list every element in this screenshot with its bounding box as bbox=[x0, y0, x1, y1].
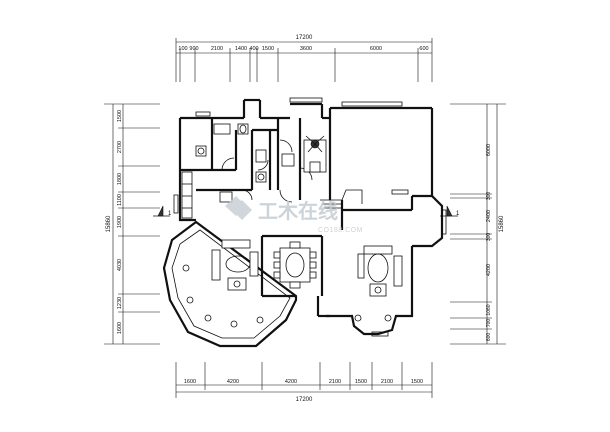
top-total-dimension: 17200 bbox=[296, 35, 313, 41]
section-marker-label: 1 bbox=[168, 211, 172, 217]
kitchen-counter bbox=[181, 171, 193, 219]
top-dim-label: 1500 bbox=[262, 46, 274, 52]
left-dim-label: 1600 bbox=[117, 322, 123, 334]
decorative-planters bbox=[182, 264, 392, 328]
top-dimension-chain: 17200 100 900 2100 1400 400 1500 3600 60… bbox=[175, 35, 433, 82]
top-dim-label: 6000 bbox=[370, 46, 382, 52]
right-dim-label: 700 bbox=[486, 319, 492, 328]
watermark-sub-text: CO188.COM bbox=[318, 227, 363, 234]
left-dim-label: 1100 bbox=[117, 194, 123, 206]
door-swings bbox=[221, 139, 313, 203]
exterior-walls bbox=[162, 98, 444, 348]
top-dim-label: 3600 bbox=[300, 46, 312, 52]
watermark: 工木在线 CO188.COM bbox=[225, 196, 363, 234]
right-dim-label: 600 bbox=[486, 333, 492, 342]
living-room-sofa-set bbox=[211, 239, 259, 291]
right-total-dimension: 15860 bbox=[499, 215, 505, 232]
windows bbox=[173, 97, 447, 337]
section-marker-left: 1 bbox=[153, 205, 172, 217]
top-dim-label: 100 bbox=[178, 46, 187, 52]
bottom-dim-label: 2100 bbox=[381, 379, 393, 385]
top-dim-label: 600 bbox=[419, 46, 428, 52]
bottom-total-dimension: 17200 bbox=[296, 397, 313, 403]
top-dim-label: 2100 bbox=[211, 46, 223, 52]
top-dim-label: 1400 bbox=[235, 46, 247, 52]
right-dimension-chain: 15860 6000 300 2400 300 4200 1060 700 60… bbox=[450, 103, 506, 345]
top-dim-label: 900 bbox=[189, 46, 198, 52]
bottom-dim-label: 4200 bbox=[285, 379, 297, 385]
plant-planter bbox=[303, 135, 327, 173]
top-dim-label: 400 bbox=[249, 46, 258, 52]
left-dim-label: 1500 bbox=[117, 110, 123, 122]
dining-table-set bbox=[273, 241, 317, 289]
bottom-dim-label: 2100 bbox=[329, 379, 341, 385]
bottom-dim-label: 4200 bbox=[227, 379, 239, 385]
family-room-sofa-set bbox=[357, 245, 403, 297]
bottom-dim-label: 1500 bbox=[411, 379, 423, 385]
right-dim-label: 2400 bbox=[486, 210, 492, 222]
left-total-dimension: 15860 bbox=[106, 215, 112, 232]
left-dim-label: 1900 bbox=[117, 216, 123, 228]
section-marker-label: 1 bbox=[456, 211, 460, 217]
right-dim-label: 300 bbox=[486, 233, 492, 242]
right-dim-label: 300 bbox=[486, 192, 492, 201]
bathroom-fixtures bbox=[195, 123, 295, 203]
right-dim-label: 1060 bbox=[486, 304, 492, 315]
interior-walls bbox=[180, 118, 414, 298]
left-dim-label: 2700 bbox=[117, 141, 123, 153]
left-dimension-chain: 15860 1500 2700 1800 1100 1900 4030 1230… bbox=[104, 103, 160, 345]
left-dim-label: 1230 bbox=[117, 297, 123, 309]
right-dim-label: 6000 bbox=[486, 144, 492, 156]
bottom-dim-label: 1500 bbox=[355, 379, 367, 385]
left-dim-label: 1800 bbox=[117, 173, 123, 185]
bottom-dimension-chain: 1600 4200 4200 2100 1500 2100 1500 17200 bbox=[175, 362, 433, 403]
left-dim-label: 4030 bbox=[117, 259, 123, 271]
bottom-dim-label: 1600 bbox=[184, 379, 196, 385]
right-dim-label: 4200 bbox=[486, 264, 492, 276]
watermark-main-text: 工木在线 bbox=[258, 199, 338, 223]
